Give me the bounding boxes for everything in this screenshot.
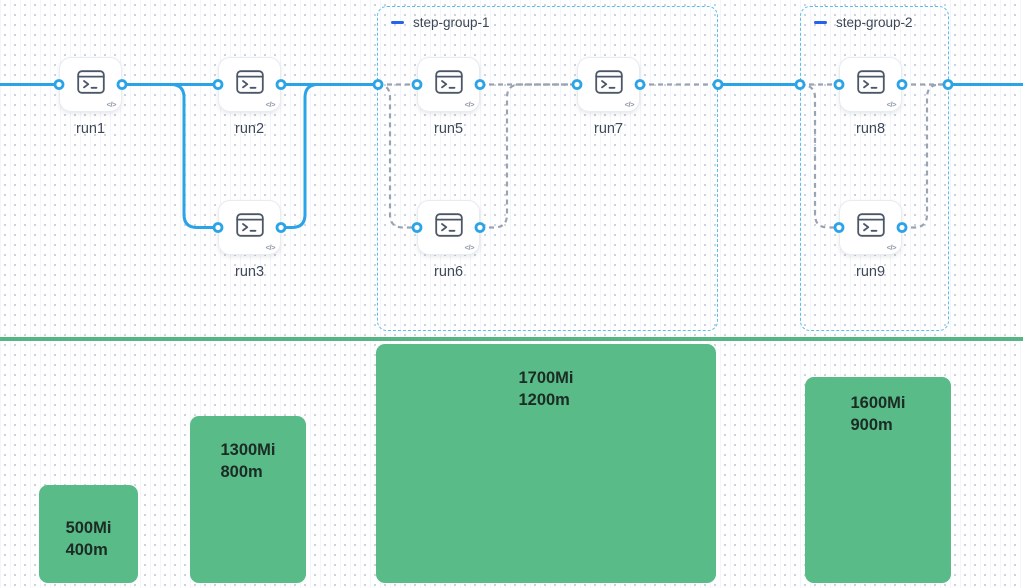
edge-run3-group1[interactable] — [279, 83, 380, 229]
resource-bar: 1300Mi 800m — [190, 416, 306, 583]
terminal-icon — [856, 70, 885, 94]
bar-label: 1700Mi 1200m — [518, 367, 573, 411]
edge-run1-run3[interactable] — [120, 83, 220, 229]
resource-divider-line — [0, 337, 1023, 341]
group-title: step-group-1 — [413, 15, 490, 30]
workflow-node-run8[interactable]: </> run8 — [839, 57, 902, 137]
step-group-1[interactable]: step-group-1 — [377, 6, 718, 331]
step-group-2[interactable]: step-group-2 — [800, 6, 949, 331]
node-label: run6 — [433, 264, 464, 280]
workflow-node-run6[interactable]: </> run6 — [417, 200, 480, 280]
bar-memory-value: 1700Mi — [518, 369, 574, 387]
workflow-node-run5[interactable]: </> run5 — [417, 57, 480, 137]
node-card[interactable]: </> — [218, 57, 281, 112]
node-label: run7 — [593, 121, 624, 137]
bar-memory-value: 1600Mi — [850, 394, 906, 412]
node-label: run1 — [75, 121, 106, 137]
resource-bar: 1600Mi 900m — [805, 377, 951, 583]
workflow-node-run7[interactable]: </> run7 — [577, 57, 640, 137]
terminal-icon — [235, 213, 264, 237]
bar-cpu-value: 800m — [220, 463, 263, 481]
workflow-node-run2[interactable]: </> run2 — [218, 57, 281, 137]
workflow-node-run1[interactable]: </> run1 — [59, 57, 122, 137]
node-card[interactable]: </> — [417, 200, 480, 255]
node-card[interactable]: </> — [839, 57, 902, 112]
bar-memory-value: 500Mi — [65, 519, 112, 537]
terminal-icon — [235, 70, 264, 94]
node-label: run3 — [234, 264, 265, 280]
group-header[interactable]: step-group-2 — [814, 15, 913, 30]
code-icon: </> — [464, 243, 475, 252]
collapse-icon[interactable] — [391, 20, 404, 25]
bar-cpu-value: 1200m — [518, 391, 570, 409]
resource-bar: 500Mi 400m — [39, 485, 138, 583]
code-icon: </> — [624, 100, 635, 109]
terminal-icon — [434, 70, 463, 94]
collapse-icon[interactable] — [814, 20, 827, 25]
resource-bar: 1700Mi 1200m — [376, 344, 716, 583]
code-icon: </> — [886, 243, 897, 252]
terminal-icon — [76, 70, 105, 94]
node-label: run5 — [433, 121, 464, 137]
terminal-icon — [856, 213, 885, 237]
code-icon: </> — [464, 100, 475, 109]
node-label: run9 — [855, 264, 886, 280]
node-card[interactable]: </> — [417, 57, 480, 112]
code-icon: </> — [886, 100, 897, 109]
bar-cpu-value: 400m — [65, 541, 108, 559]
code-icon: </> — [106, 100, 117, 109]
node-label: run8 — [855, 121, 886, 137]
workflow-node-run9[interactable]: </> run9 — [839, 200, 902, 280]
bar-label: 1600Mi 900m — [850, 392, 905, 436]
bar-memory-value: 1300Mi — [220, 441, 276, 459]
code-icon: </> — [265, 100, 276, 109]
node-card[interactable]: </> — [59, 57, 122, 112]
group-header[interactable]: step-group-1 — [391, 15, 490, 30]
node-card[interactable]: </> — [839, 200, 902, 255]
bar-cpu-value: 900m — [850, 416, 893, 434]
node-card[interactable]: </> — [218, 200, 281, 255]
node-card[interactable]: </> — [577, 57, 640, 112]
code-icon: </> — [265, 243, 276, 252]
terminal-icon — [434, 213, 463, 237]
bar-label: 500Mi 400m — [66, 517, 112, 561]
workflow-node-run3[interactable]: </> run3 — [218, 200, 281, 280]
node-label: run2 — [234, 121, 265, 137]
terminal-icon — [594, 70, 623, 94]
group-title: step-group-2 — [836, 15, 913, 30]
bar-label: 1300Mi 800m — [220, 439, 275, 483]
